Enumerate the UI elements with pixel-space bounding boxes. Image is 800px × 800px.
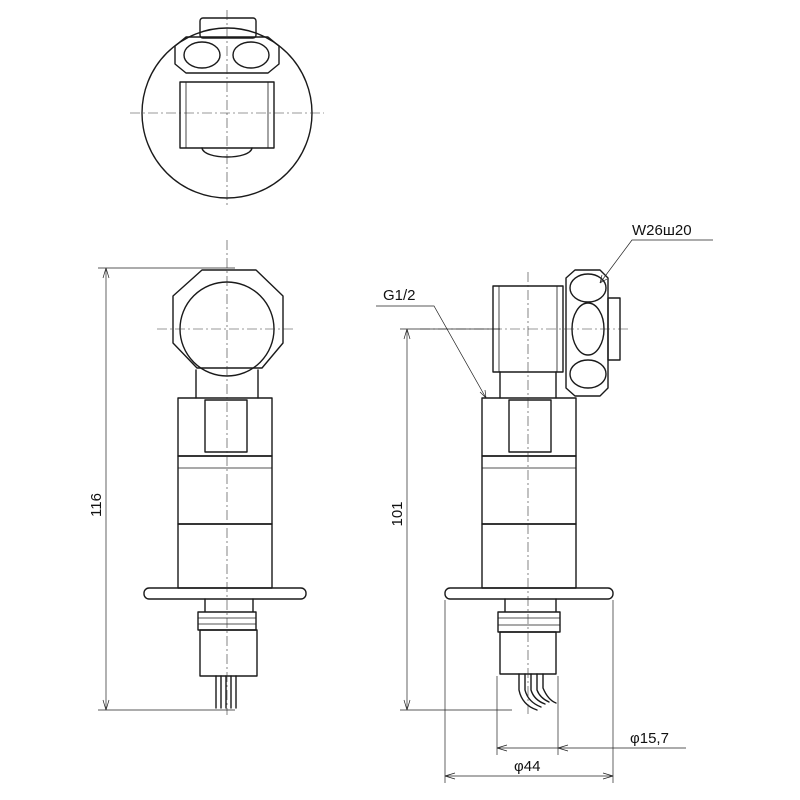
front-view-hex-flat [204,399,248,453]
side-view [420,269,630,715]
front-view-upper-body [177,397,273,457]
hex-spec-label: W26ш20 [632,222,692,239]
side-view-hex-flat [508,399,552,453]
thread-spec-label: G1/2 [383,287,416,304]
side-view-upper-body [481,397,577,457]
top-view-nut [174,36,280,74]
front-view-cartridge [199,629,258,677]
front-view-flange [143,587,307,600]
side-view-shell [481,455,577,525]
side-view-lower-shell [481,523,577,589]
side-view-nut [565,269,609,397]
front-view-shell [177,455,273,525]
dia-flange-label: φ44 [514,758,540,775]
front-view [143,240,307,715]
front-view-lower-shell [177,523,273,589]
height-total-label: 116 [88,493,105,517]
side-view-pins [518,673,557,711]
top-view-nut-hole-left [183,41,221,69]
top-view-stub [199,17,257,39]
front-view-pins [215,675,237,709]
dimensions [98,239,713,783]
top-view-nut-hole-right [232,41,270,69]
side-view-nut-hole-top [569,273,607,303]
top-view [130,10,324,205]
side-view-spool [497,598,561,633]
side-view-flange [444,587,614,600]
side-view-nut-hole-bottom [569,359,607,389]
height-body-label: 101 [389,501,406,526]
front-view-hex-nut [172,269,284,369]
dia-small-label: φ15,7 [630,730,669,747]
